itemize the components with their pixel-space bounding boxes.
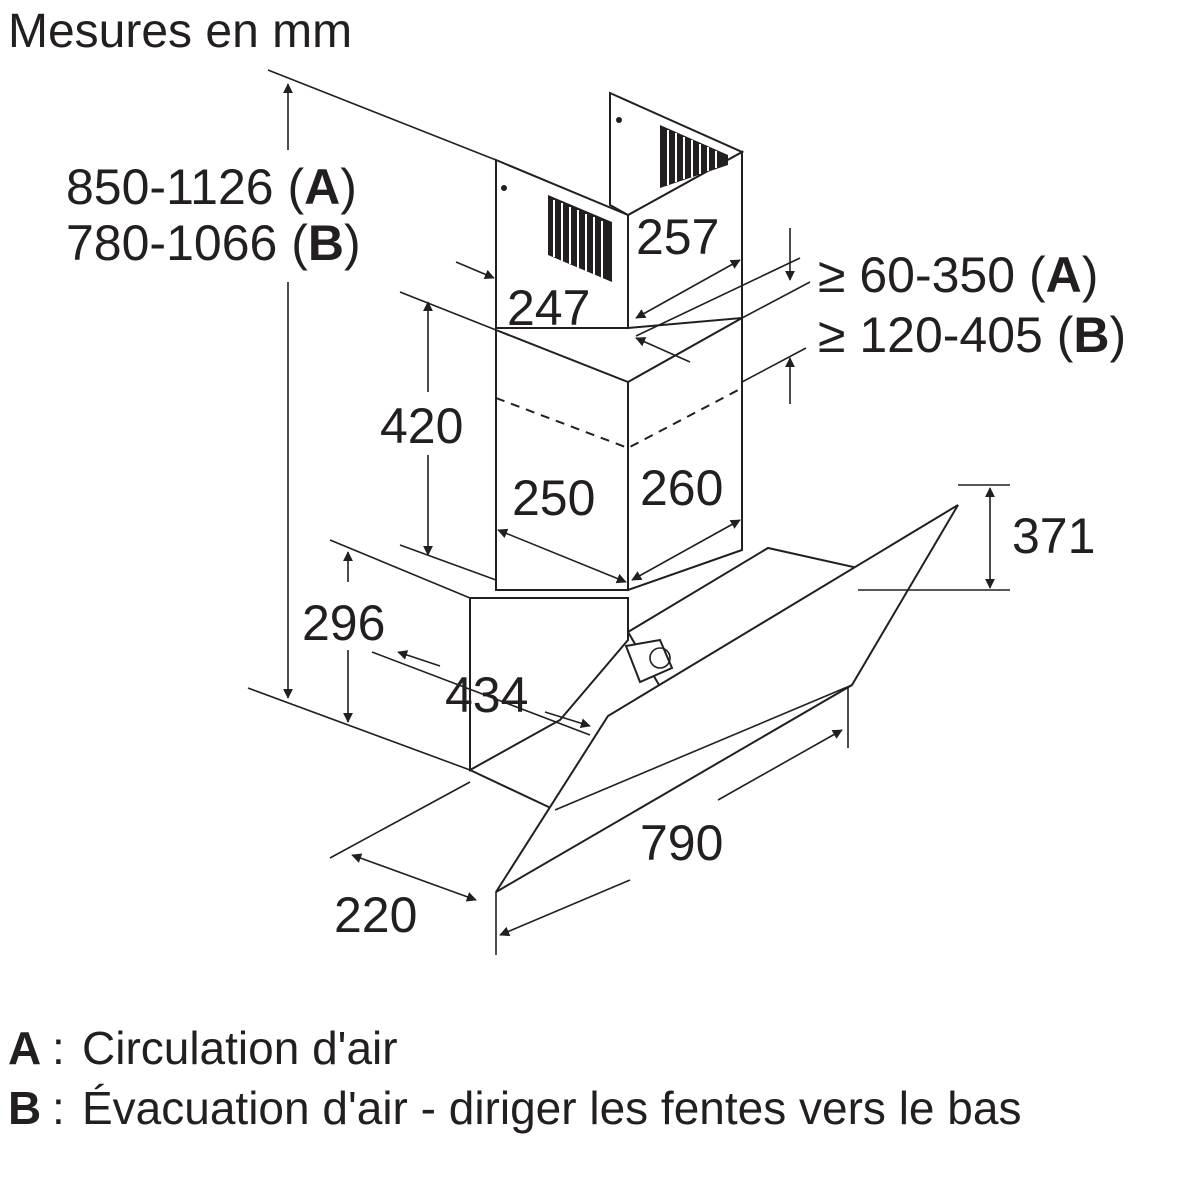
legend: A: Circulation d'air B: Évacuation d'air -… (0, 1018, 1182, 1138)
dim-body-height: 296 (302, 595, 385, 651)
legend-colon: : (52, 1022, 65, 1074)
vent-slots-right (660, 125, 728, 188)
dim-upper-width: 257 (636, 209, 719, 265)
vent-slots-left (548, 195, 612, 282)
dim-front-depth: 220 (334, 887, 417, 943)
legend-key-a: A (8, 1022, 42, 1074)
dim-glass-height: 371 (1012, 508, 1095, 564)
dim-total-height-b: 780-1066 (B) (66, 215, 361, 271)
dim-lower-height: 420 (380, 398, 463, 454)
legend-item-a: A: Circulation d'air (0, 1018, 1182, 1078)
legend-item-b: B: Évacuation d'air - diriger les fentes … (0, 1078, 1182, 1138)
dim-gap-a: ≥ 60-350 (A) (818, 247, 1098, 303)
dim-total-height-a: 850-1126 (A) (66, 159, 357, 215)
dim-lower-depth: 250 (512, 470, 595, 526)
diagram-title: Mesures en mm (8, 5, 352, 58)
dim-width: 790 (640, 815, 723, 871)
legend-text-a: Circulation d'air (82, 1022, 398, 1074)
legend-key-b: B (8, 1082, 42, 1134)
dim-upper-depth: 247 (507, 280, 590, 336)
legend-colon: : (52, 1082, 65, 1134)
dim-body-depth: 434 (445, 667, 528, 723)
legend-text-b: Évacuation d'air - diriger les fentes ve… (82, 1082, 1022, 1134)
hood-outline (469, 91, 959, 893)
dim-lower-width: 260 (640, 460, 723, 516)
dimension-lines (247, 69, 1010, 955)
dim-gap-b: ≥ 120-405 (B) (818, 307, 1126, 363)
